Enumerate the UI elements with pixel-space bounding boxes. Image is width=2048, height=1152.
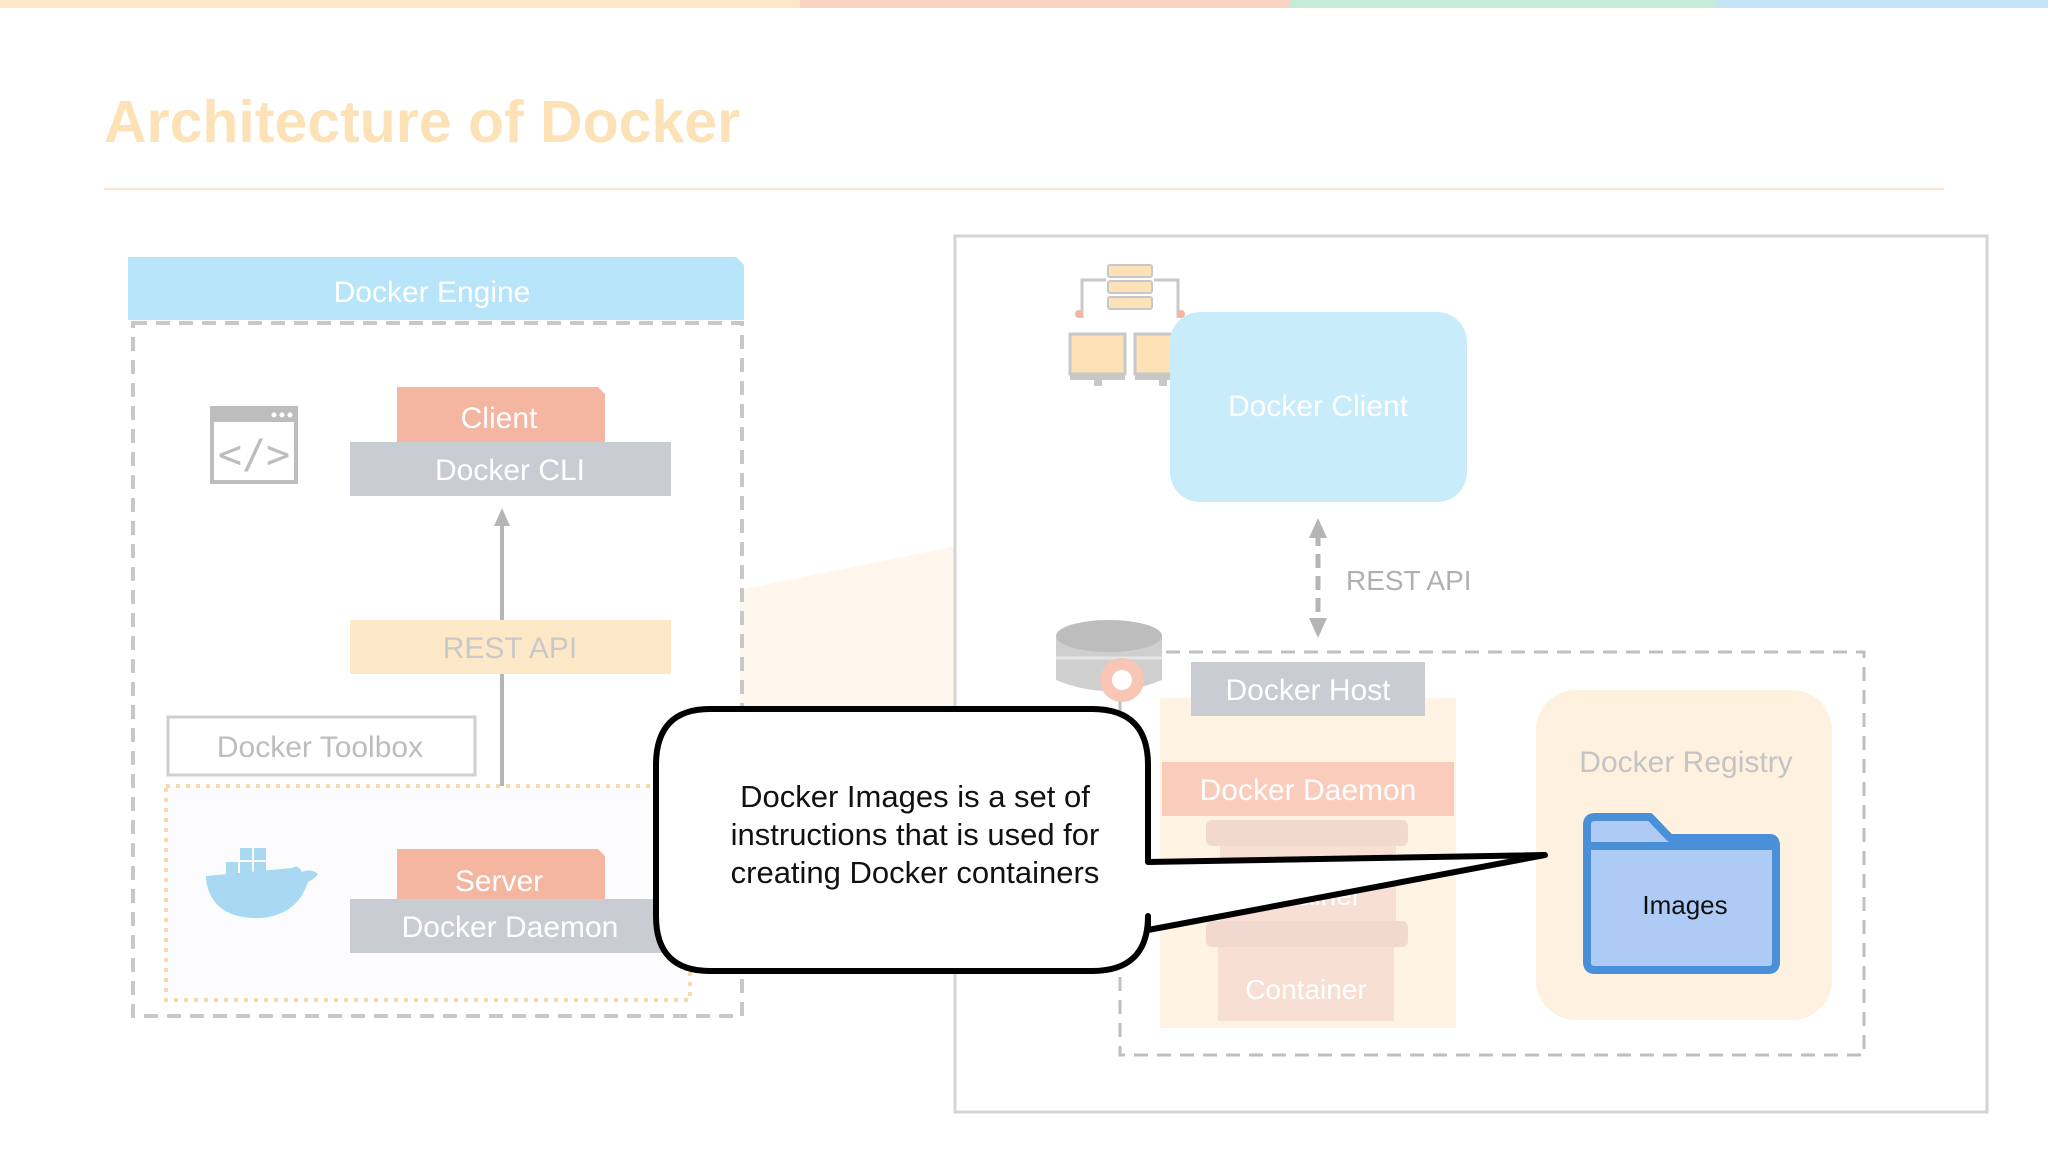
docker-cli-label: Docker CLI [435, 454, 585, 487]
images-label: Images [1642, 890, 1727, 920]
docker-client-label: Docker Client [1228, 390, 1409, 423]
engine-header-bar [128, 257, 744, 320]
images-folder-icon [1583, 813, 1780, 974]
host-arrow-up-head [1309, 518, 1327, 538]
client-block [397, 387, 605, 443]
engine-daemon-label: Docker Daemon [402, 911, 619, 944]
arrow-up-head [494, 508, 510, 526]
host-daemon-label: Docker Daemon [1200, 774, 1417, 807]
engine-rest-api-label: REST API [443, 632, 578, 665]
engine-rest-api-block [350, 620, 671, 674]
svg-text:</>: </> [218, 432, 290, 478]
server-label: Server [455, 865, 543, 898]
engine-header-label: Docker Engine [334, 276, 531, 309]
engine-dashed-frame [131, 321, 744, 1018]
host-daemon-block [1162, 762, 1454, 816]
callout-bubble [653, 706, 1548, 974]
host-arrow-down-head [1309, 618, 1327, 638]
database-gear-icon [1056, 620, 1162, 702]
host-rest-api-label: REST API [1346, 565, 1472, 596]
container-stack: ainer Container [1206, 820, 1408, 1021]
docker-toolbox-box [166, 715, 477, 777]
docker-registry-label: Docker Registry [1579, 746, 1792, 779]
docker-toolbox-label: Docker Toolbox [217, 731, 423, 764]
server-block [397, 849, 605, 903]
docker-client-box [1170, 312, 1467, 502]
docker-host-block [1191, 662, 1425, 716]
docker-engine-panel: Docker Engine </> Client Docker CLI [128, 257, 744, 1018]
docker-whale-icon [206, 848, 318, 919]
host-dashed-frame [1118, 650, 1866, 1057]
engine-daemon-block [350, 899, 671, 953]
code-window-icon: </> [210, 406, 298, 484]
title-divider [104, 188, 1944, 190]
container-label: Container [1245, 974, 1366, 1005]
top-accent-bar [0, 0, 2048, 8]
docker-cli-block [350, 442, 671, 496]
page-title: Architecture of Docker [104, 89, 741, 155]
client-label: Client [461, 402, 538, 435]
docker-host-label: Docker Host [1225, 674, 1391, 707]
callout-text: Docker Images is a set of instructions t… [730, 779, 1100, 890]
docker-host-panel: Docker Client REST API Docker Host Docke… [953, 234, 1989, 1114]
